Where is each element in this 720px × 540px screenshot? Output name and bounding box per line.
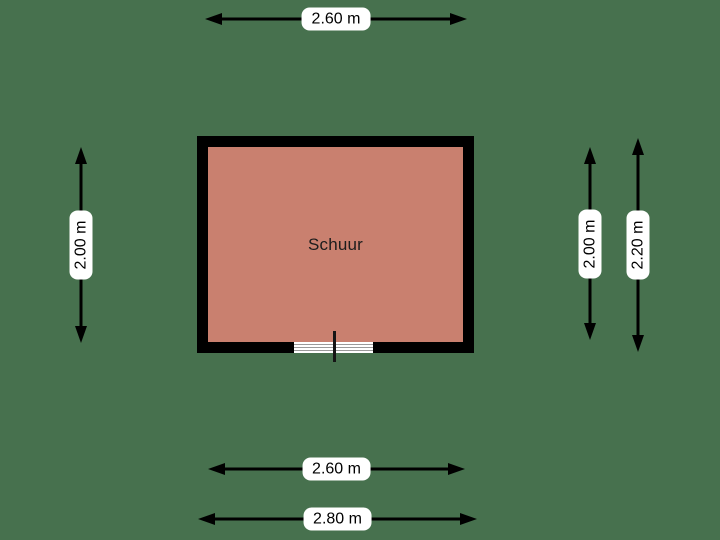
dimension-label-bottom-inner: 2.60 m xyxy=(302,457,371,481)
arrow-head-left-icon xyxy=(208,463,225,475)
arrow-head-down-icon xyxy=(584,323,596,340)
dimension-right-outer: 2.20 m xyxy=(626,138,650,352)
arrow-head-up-icon xyxy=(632,138,644,155)
room-name-label: Schuur xyxy=(307,234,364,254)
dimension-label-top: 2.60 m xyxy=(301,7,371,31)
dimension-label-right-inner: 2.00 m xyxy=(578,209,602,278)
arrow-head-left-icon xyxy=(205,13,222,25)
arrow-head-down-icon xyxy=(75,326,87,343)
arrow-head-up-icon xyxy=(584,147,596,164)
room-schuur: Schuur xyxy=(197,136,474,353)
arrow-head-up-icon xyxy=(75,147,87,164)
dimension-bottom-outer: 2.80 m xyxy=(198,507,477,531)
arrow-head-down-icon xyxy=(632,335,644,352)
dimension-label-left: 2.00 m xyxy=(69,210,93,280)
dimension-right-inner: 2.00 m xyxy=(578,147,602,340)
arrow-head-right-icon xyxy=(460,513,477,525)
dimension-label-right-outer: 2.20 m xyxy=(626,210,650,280)
dimension-bottom-inner: 2.60 m xyxy=(208,457,465,481)
door-line xyxy=(333,331,336,362)
arrow-head-right-icon xyxy=(450,13,467,25)
dimension-label-bottom-outer: 2.80 m xyxy=(303,507,372,531)
arrow-head-right-icon xyxy=(448,463,465,475)
dimension-left: 2.00 m xyxy=(69,147,93,343)
arrow-head-left-icon xyxy=(198,513,215,525)
dimension-top: 2.60 m xyxy=(205,7,467,31)
